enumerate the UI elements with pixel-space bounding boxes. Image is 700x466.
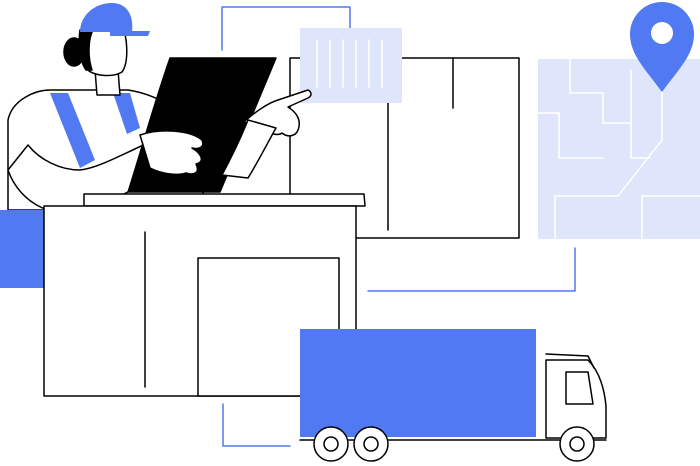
map-pin-icon bbox=[630, 2, 694, 92]
truck-mirror bbox=[587, 355, 595, 369]
map-card bbox=[538, 59, 700, 239]
worker-cap-visor bbox=[110, 31, 150, 36]
truck-cargo bbox=[300, 329, 536, 437]
worker-hand-holding bbox=[139, 130, 204, 176]
map-icon bbox=[537, 58, 700, 240]
counter-top bbox=[83, 193, 366, 207]
worker-bag bbox=[0, 210, 44, 288]
truck-wheel-front bbox=[559, 426, 595, 462]
connector-lines bbox=[221, 6, 576, 447]
connector-line-bottom bbox=[222, 403, 291, 447]
worker-overall-strap-left bbox=[50, 93, 95, 168]
worker-overall-strap-right bbox=[113, 93, 140, 134]
barcode-label-icon bbox=[300, 28, 402, 103]
map-pin-hole bbox=[651, 22, 673, 44]
map-roads bbox=[537, 58, 700, 240]
connector-line-top bbox=[221, 6, 351, 51]
truck-wheel-rear-1 bbox=[313, 426, 349, 462]
truck-mirror-arm bbox=[545, 353, 589, 357]
map-pin-shape bbox=[630, 2, 694, 92]
delivery-truck-icon bbox=[299, 329, 607, 462]
truck-wheel-rear-2 bbox=[353, 426, 389, 462]
worker-hair bbox=[78, 29, 93, 71]
truck-window bbox=[565, 371, 594, 405]
worker-forearm-pointing bbox=[221, 119, 277, 179]
connector-line-right bbox=[367, 247, 576, 292]
worker-cap bbox=[80, 3, 133, 32]
barcode-bars bbox=[316, 39, 383, 88]
barcode-label-card bbox=[300, 28, 402, 103]
